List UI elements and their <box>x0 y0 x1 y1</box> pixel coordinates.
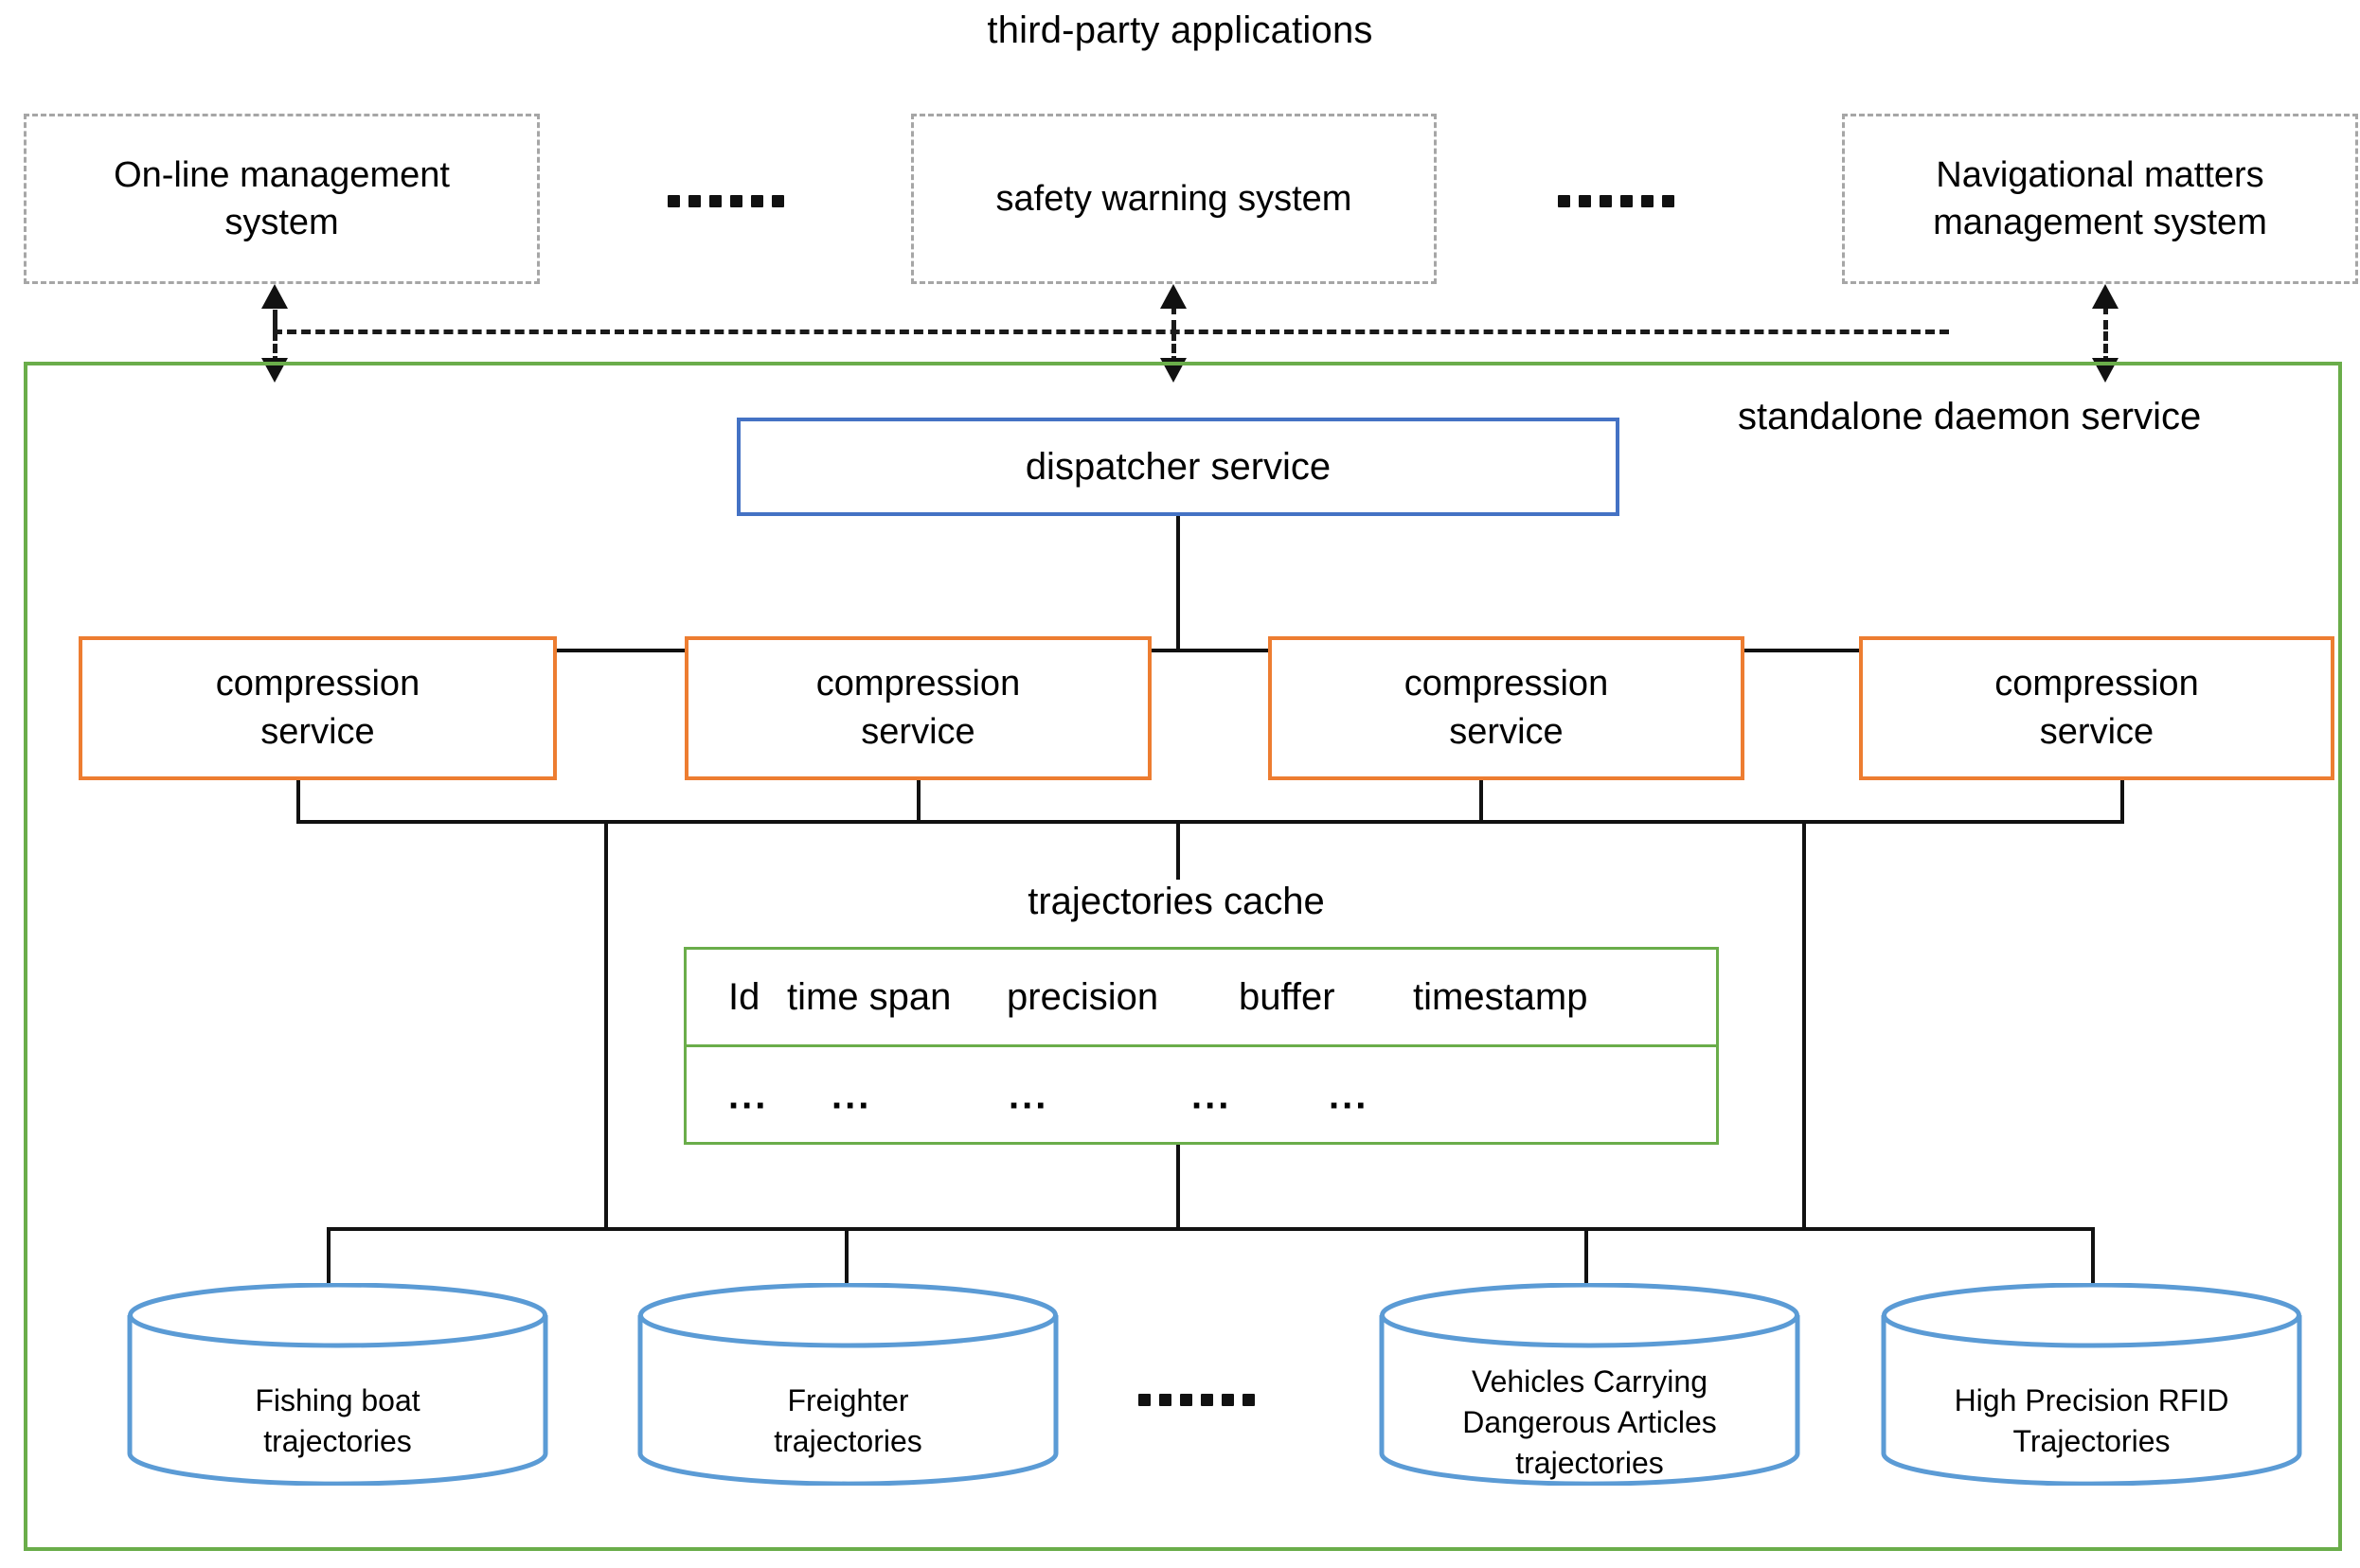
third-party-app-safety-warning-system[interactable]: safety warning system <box>911 114 1437 284</box>
arrow-up-icon-2 <box>1160 284 1187 309</box>
trajectories-cache-table: Id time span precision buffer timestamp … <box>684 947 1719 1145</box>
connector-db-drop-3 <box>1584 1227 1588 1336</box>
arrow-up-icon-1 <box>261 284 288 309</box>
cache-column-header-id: Id <box>728 975 760 1018</box>
connector-comp-down-1 <box>296 780 300 822</box>
cache-column-header-timestamp: timestamp <box>1413 975 1588 1018</box>
cache-column-header-buffer: buffer <box>1239 975 1335 1018</box>
dashed-connector-down-3 <box>2103 331 2108 365</box>
connector-cache-bottom-stem <box>1176 1145 1180 1229</box>
cache-cell-precision: ... <box>1009 1075 1049 1116</box>
cylinder-shape-icon <box>637 1283 1059 1486</box>
dispatcher-service-label: dispatcher service <box>1025 445 1332 488</box>
connector-comp-down-3 <box>1479 780 1483 822</box>
arrow-up-icon-3 <box>2092 284 2119 309</box>
connector-comp-down-2 <box>917 780 921 822</box>
dashed-connector-up-1 <box>273 299 277 330</box>
dashed-connector-bus <box>273 330 1949 334</box>
cache-cell-buffer: ... <box>1191 1075 1232 1116</box>
cylinder-shape-icon <box>1881 1283 2302 1486</box>
cache-cell-id: ... <box>728 1075 769 1116</box>
dashed-connector-up-3 <box>2103 290 2108 330</box>
dashed-connector-up-2 <box>1171 290 1176 330</box>
ellipsis-apps-1 <box>668 195 784 207</box>
cache-column-header-precision: precision <box>1007 975 1159 1018</box>
standalone-daemon-service-label: standalone daemon service <box>1738 396 2202 437</box>
dashed-connector-down-2 <box>1171 331 1176 365</box>
standalone-daemon-service-container <box>24 362 2342 1551</box>
page-title: third-party applications <box>987 9 1373 51</box>
third-party-app-label: safety warning system <box>995 178 1352 219</box>
connector-compression-bus <box>296 820 2124 824</box>
ellipsis-apps-2 <box>1558 195 1674 207</box>
cylinder-shape-icon <box>127 1283 548 1486</box>
connector-dispatcher-bus <box>296 649 2124 652</box>
connector-db-drop-2 <box>845 1227 849 1336</box>
connector-database-bus <box>327 1227 2095 1231</box>
cache-cell-timestamp: ... <box>1329 1075 1369 1116</box>
ellipsis-databases <box>1138 1394 1255 1406</box>
cache-cell-time-span: ... <box>831 1075 872 1116</box>
cache-table-data-row: ... ... ... ... ... <box>687 1047 1716 1145</box>
cylinder-shape-icon <box>1379 1283 1800 1486</box>
connector-bus-drop-right <box>1802 820 1806 1229</box>
connector-dispatcher-stem <box>1176 516 1180 650</box>
connector-db-drop-1 <box>327 1227 331 1336</box>
cache-column-header-time-span: time span <box>787 975 952 1018</box>
connector-comp-down-4 <box>2120 780 2124 822</box>
dispatcher-service-box[interactable]: dispatcher service <box>737 418 1619 516</box>
connector-bus-drop-cache-top <box>1176 820 1180 880</box>
connector-db-drop-4 <box>2091 1227 2095 1336</box>
dashed-connector-down-1 <box>273 331 277 365</box>
cache-table-header-row: Id time span precision buffer timestamp <box>687 950 1716 1047</box>
connector-bus-drop-left <box>604 820 608 1229</box>
trajectories-cache-label: trajectories cache <box>1028 881 1325 922</box>
